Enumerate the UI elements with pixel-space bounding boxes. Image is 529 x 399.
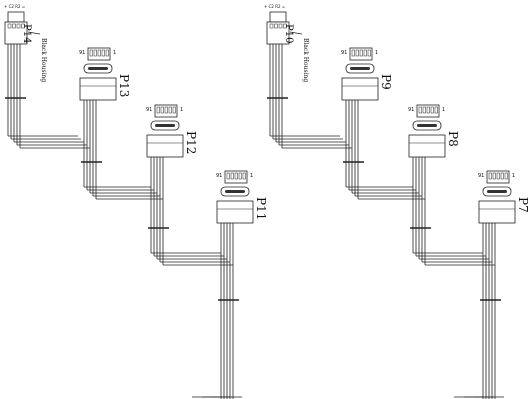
pin-number-first: 91 [478,173,484,179]
note-leader-line [289,31,303,35]
main-connector-latch [269,11,287,23]
pin-number-last: 1 [113,50,116,56]
main-connector-pin [7,23,12,29]
header-pin [168,106,172,114]
connector-housing [146,134,184,158]
main-connector-label: P10 [283,24,294,43]
pin-number-last: 1 [250,173,253,179]
header-pin [422,106,426,114]
pin-number-first: 91 [79,50,85,56]
header-pin [172,106,176,114]
pin-number-first: 91 [146,107,152,113]
header-pin [492,172,496,180]
header-pin [418,106,422,114]
pin-number-first: 91 [341,50,347,56]
connector-housing [79,77,117,101]
header-pin [367,49,371,57]
connector-housing [478,200,516,224]
port-label: P7 [516,197,529,213]
header-pin [434,106,438,114]
header-pin [359,49,363,57]
pin-number-last: 1 [512,173,515,179]
connector-housing [216,200,254,224]
black-housing-note: Black Housing [40,38,47,82]
pin-number-last: 1 [180,107,183,113]
main-connector-pin [269,23,274,29]
header-pin [226,172,230,180]
header-pin [351,49,355,57]
main-connector-latch [7,11,25,23]
header-pin [488,172,492,180]
header-pin [89,49,93,57]
note-leader-line [27,31,41,35]
black-housing-note: Black Housing [302,38,309,82]
header-pin [101,49,105,57]
main-connector-pin [283,23,287,29]
header-pin [164,106,168,114]
header-pin [234,172,238,180]
plug-slot-core [155,124,175,127]
port-label: P8 [446,131,460,147]
header-pin [230,172,234,180]
main-connector-pin [274,23,278,29]
top-mark-left: + C2 R2 = [4,4,25,9]
plug-slot-core [487,190,507,193]
header-pin [355,49,359,57]
main-connector-pin [16,23,21,29]
plug-slot-core [417,124,437,127]
port-label: P9 [379,74,393,90]
header-pin [156,106,160,114]
pin-number-last: 1 [442,107,445,113]
main-connector-label: P14 [21,24,32,43]
header-pin [363,49,367,57]
plug-slot-core [350,67,370,70]
header-pin [105,49,109,57]
connector-housing [341,77,379,101]
header-pin [430,106,434,114]
pin-number-first: 91 [408,107,414,113]
connector-housing [408,134,446,158]
header-pin [97,49,101,57]
header-pin [426,106,430,114]
plug-slot-core [88,67,108,70]
port-label: P11 [254,197,268,220]
header-pin [238,172,242,180]
plug-slot-core [225,190,245,193]
header-pin [93,49,97,57]
port-label: P12 [184,131,198,154]
pin-number-last: 1 [375,50,378,56]
pin-number-first: 91 [216,173,222,179]
main-connector-pin [278,23,283,29]
header-pin [504,172,508,180]
header-pin [242,172,246,180]
port-label: P13 [117,74,131,97]
header-pin [500,172,504,180]
header-pin [160,106,164,114]
top-mark-right: + C2 R2 = [264,4,285,9]
header-pin [496,172,500,180]
main-connector-pin [21,23,25,29]
main-connector-pin [12,23,16,29]
